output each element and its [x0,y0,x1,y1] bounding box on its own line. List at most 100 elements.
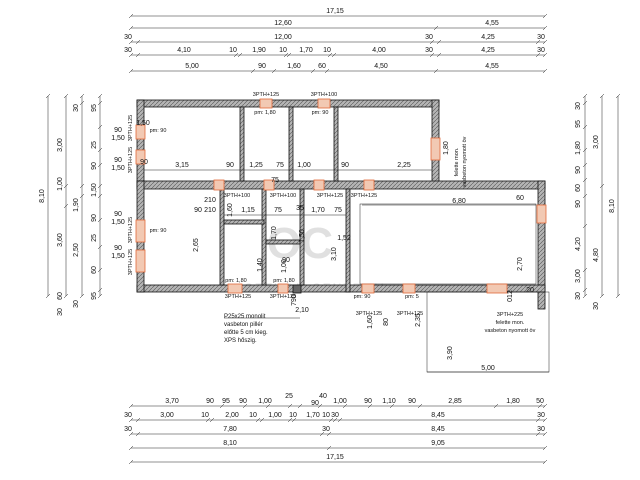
note-text: felette mon. [454,147,460,176]
dimension-tick [233,52,239,58]
note-text: vasbeton nyomott öv [485,328,536,334]
dim-label: 4,20 [575,237,582,251]
dimension-tick [128,39,134,45]
dim-label: 1,50 [111,135,125,142]
opening-label: 3PTH+100 [311,92,337,98]
dim-label: 1,80 [506,398,520,405]
opening-label: 3PTH+225 [497,312,523,318]
dimension-tick [97,100,103,106]
dim-label: 50 [536,398,544,405]
walls [136,99,546,310]
dim-label: 12,60 [274,20,292,27]
bottom-dimensions: 3,70 90 95 90 25 1,00 40 90 1,00 90 1,10… [124,393,545,461]
dim-label: 4,25 [481,47,495,54]
dim-label: 1,80 [575,141,582,155]
opening-label: 3PTH+125 [351,193,377,199]
wall-right-lower [537,180,546,310]
dimension-tick [63,203,69,209]
dim-label: 1,50 [91,183,98,197]
dimension-tick [310,68,316,74]
dim-label: 1,50 [111,219,125,226]
opening-label: 3PTH+125 [253,92,279,98]
dimension-tick [537,403,543,409]
pillar [292,284,302,294]
door-mid-2 [263,179,275,191]
dimension-tick [582,124,588,130]
dimension-tick [79,93,85,99]
dimension-tick [535,417,541,423]
dim-label: 75 [274,207,282,214]
dim-label: 8,45 [431,426,445,433]
dim-label: 2,10 [295,307,309,314]
window-bottom-3 [361,283,375,294]
dimension-tick [283,52,289,58]
dimension-tick [326,431,332,437]
parapet-label: pm: 90 [354,294,371,300]
wall-left-upper [136,99,145,189]
parapet-label: pm: 1,80 [225,278,246,284]
dim-label: 90 [575,166,582,174]
pillar-note: P25x25 monolit vasbeton pillér előtte 5 … [224,314,268,344]
dim-label: 90 [364,398,372,405]
dim-label: 1,52 [337,235,351,242]
dimension-tick [287,417,293,423]
dim-label: 20 [526,287,534,294]
opening-label: 3PTH+125 [317,193,343,199]
dimension-tick [433,25,439,31]
dim-label: 30 [322,426,330,433]
dim-label: 1,15 [241,207,255,214]
wall-middle [136,180,546,190]
dim-label: 30 [124,426,132,433]
wall-int-6 [299,188,305,286]
dim-label: 95 [575,120,582,128]
dimension-tick [135,431,141,437]
dimension-tick [542,52,548,58]
dimension-tick [135,417,141,423]
dim-label: 30 [537,47,545,54]
dimension-tick [97,217,103,223]
dimension-tick [128,68,134,74]
door-mid-4 [363,179,375,191]
dimension-tick [97,162,103,168]
opening-label: 3PTH+100 [224,193,250,199]
dimension-tick [128,459,134,465]
dim-label: 30 [537,34,545,41]
parapet-label: pm: 90 [150,228,167,234]
window-left-1 [135,124,146,140]
window-bottom-2 [277,283,289,294]
dim-label: 3,60 [57,233,64,247]
dim-label: 25 [91,141,98,149]
dim-label: 25 [285,393,293,400]
dim-label: 1,40 [257,258,264,272]
dimension-tick [79,183,85,189]
dim-label: 30 [124,47,132,54]
dimension-tick [291,417,297,423]
dimension-tick [582,293,588,299]
dimension-tick [97,147,103,153]
dim-label: 95 [222,398,230,405]
dim-label: 90 [341,162,349,169]
dim-label: 10 [289,412,297,419]
dimension-tick [542,459,548,465]
dim-label: 4,55 [485,20,499,27]
dimension-tick [599,293,605,299]
note-text: felette mon. [496,320,525,326]
dim-label: 90 [206,398,214,405]
dimension-tick [265,403,271,409]
dim-label: 3,90 [447,346,454,360]
dim-label: 8,45 [431,412,445,419]
dim-label: 95 [91,104,98,112]
dim-label: 1,80 [443,141,450,155]
parapet-label: pm: 90 [150,128,167,134]
dimension-tick [389,403,395,409]
dim-label: 25 [91,234,98,242]
pillar-note-line: P25x25 monolit [224,314,266,320]
dimension-tick [128,431,134,437]
dim-label: 1,00 [281,259,288,273]
dimension-tick [135,52,141,58]
dimension-tick [128,52,134,58]
dimension-tick [582,267,588,273]
dim-label: 30 [57,308,64,316]
dimension-tick [237,52,243,58]
dimension-tick [45,293,51,299]
